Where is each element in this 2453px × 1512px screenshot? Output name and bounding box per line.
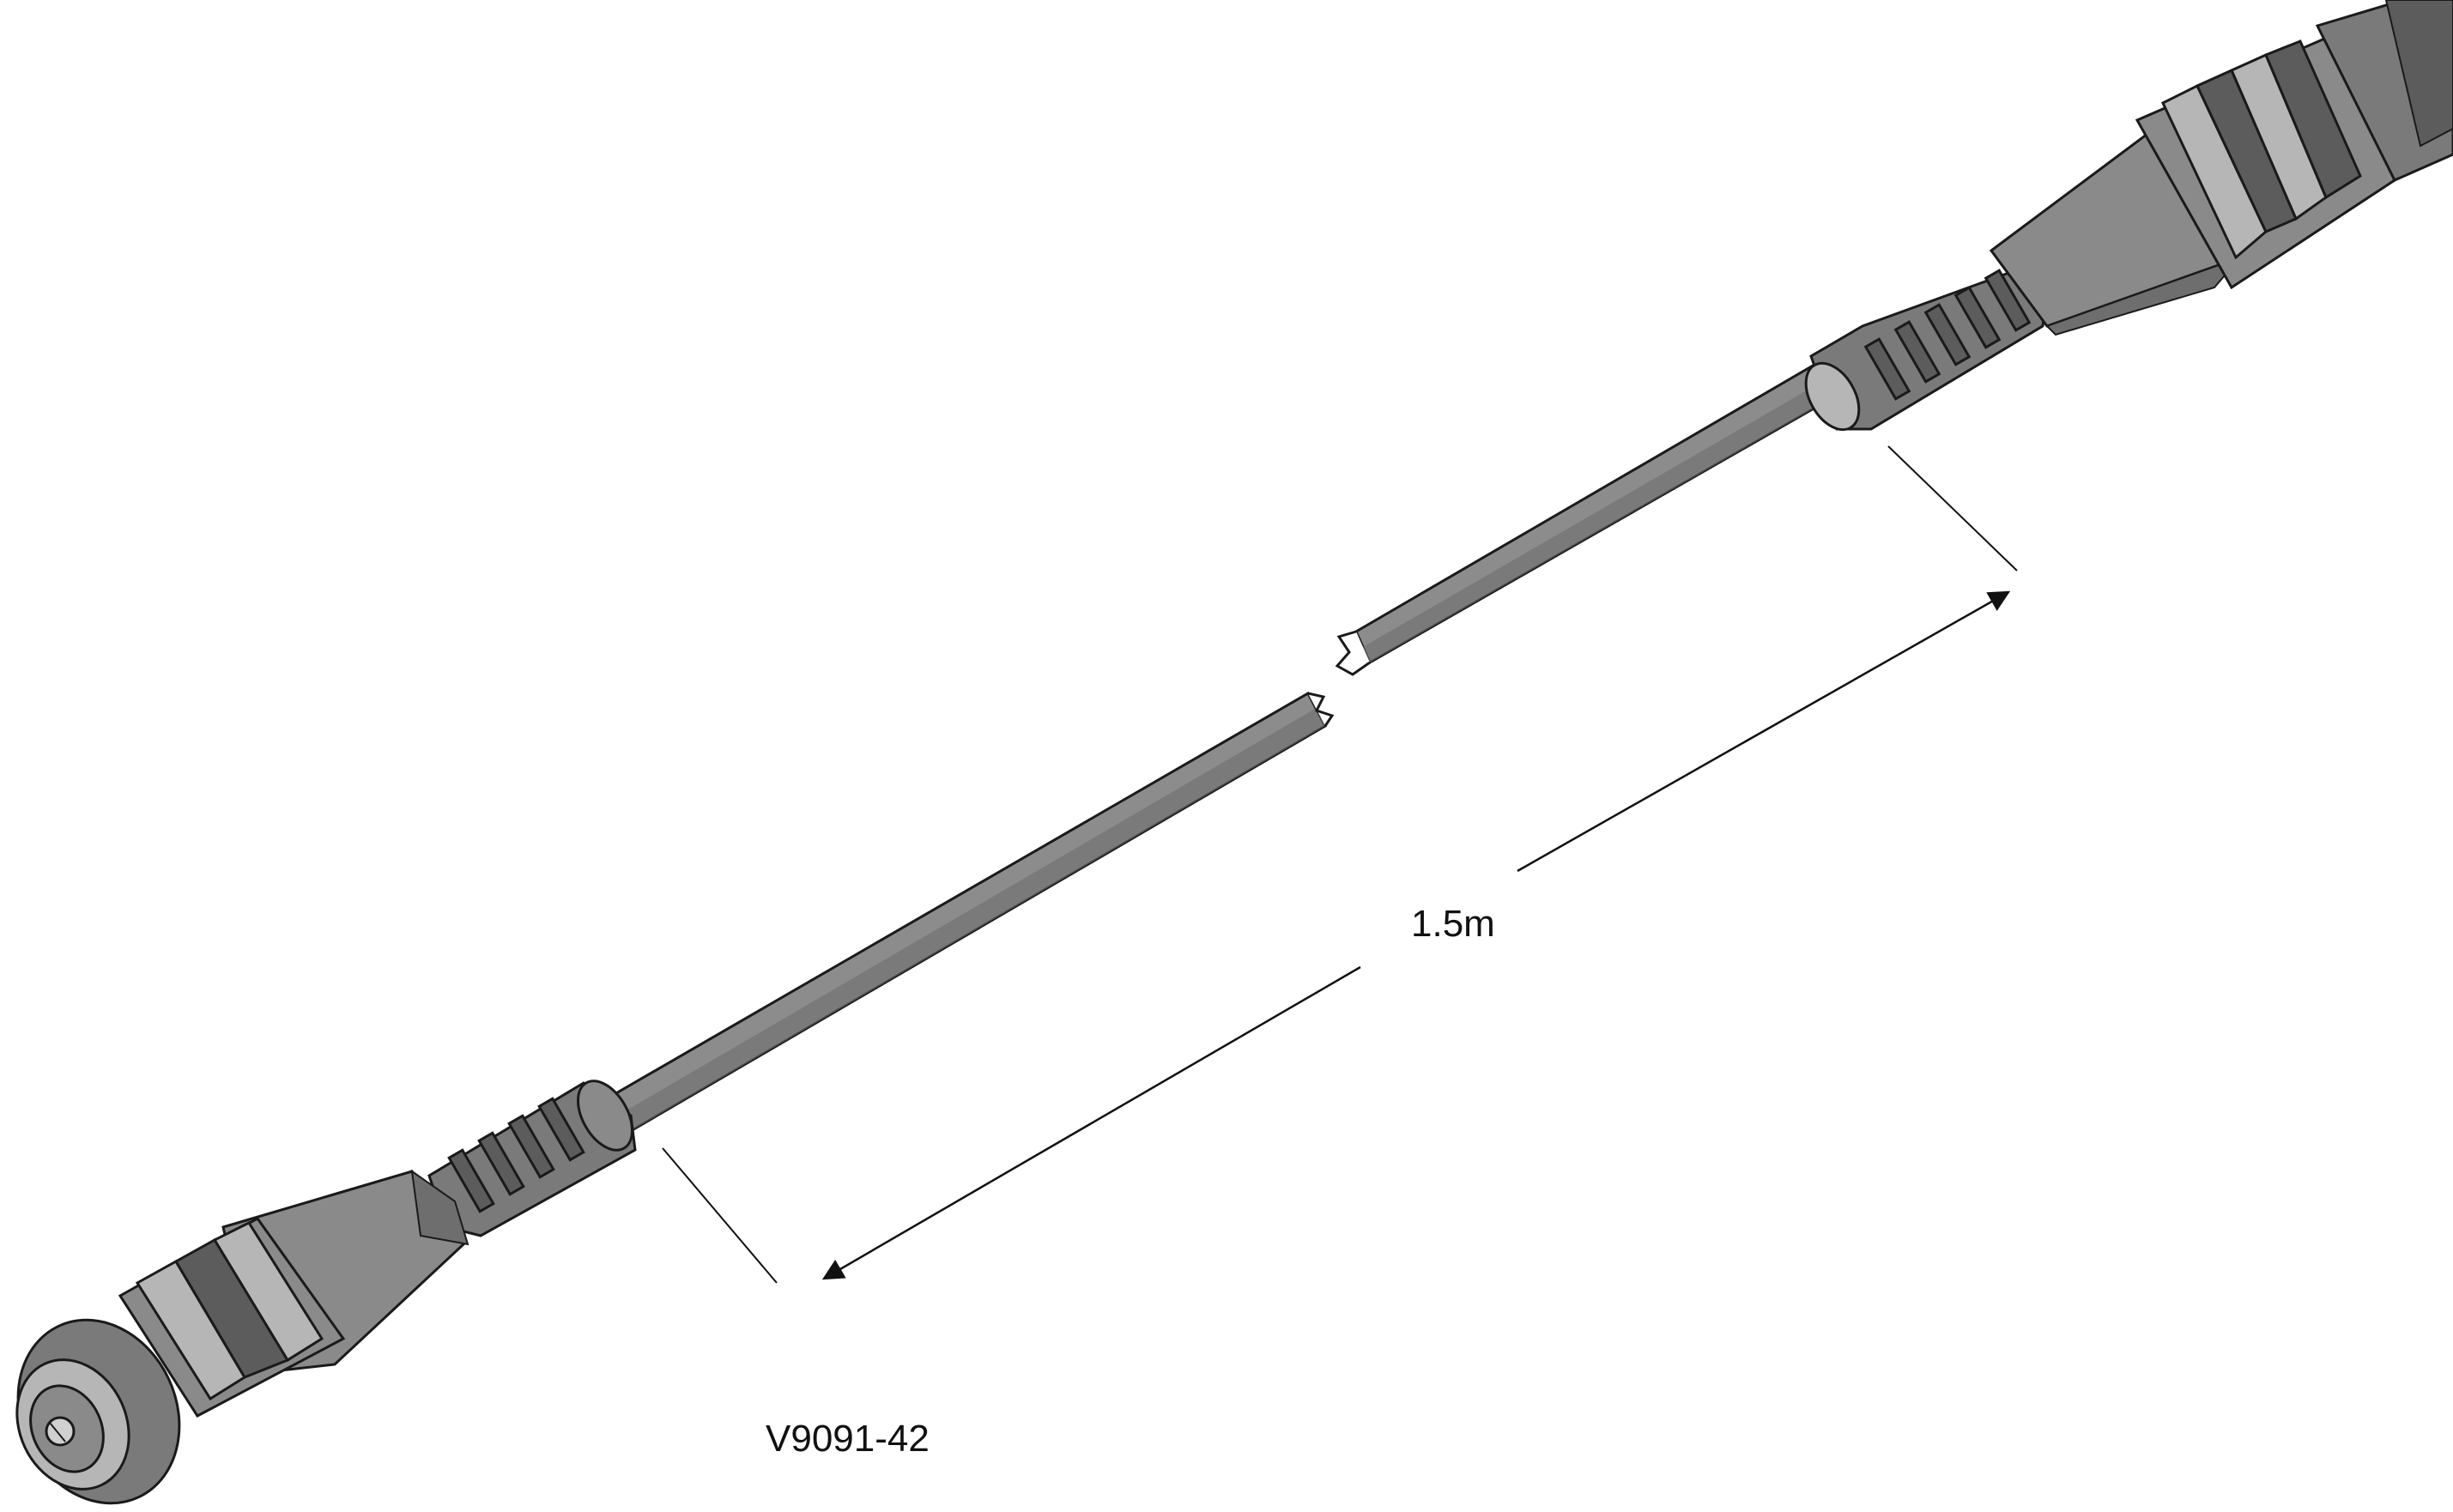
extension-line-upper: [1887, 445, 2018, 572]
bnc-connector-upper: [1804, 0, 2453, 432]
part-number-label: V9091-42: [766, 1418, 930, 1460]
cable-lower-segment: [602, 691, 1335, 1137]
dimension-line-upper: [1517, 590, 2011, 873]
strain-relief-lower: [427, 1080, 637, 1237]
cable-length-label: 1.5m: [1399, 901, 1507, 947]
dimension-line-lower: [821, 965, 1361, 1280]
strain-relief-upper: [1804, 255, 2053, 432]
bnc-connector-lower: [15, 1080, 637, 1505]
center-pin-icon: [45, 1416, 76, 1447]
dimension-annotation: [662, 445, 2018, 1284]
cable-upper-segment: [1335, 356, 1848, 676]
extension-line-lower: [662, 1147, 778, 1284]
